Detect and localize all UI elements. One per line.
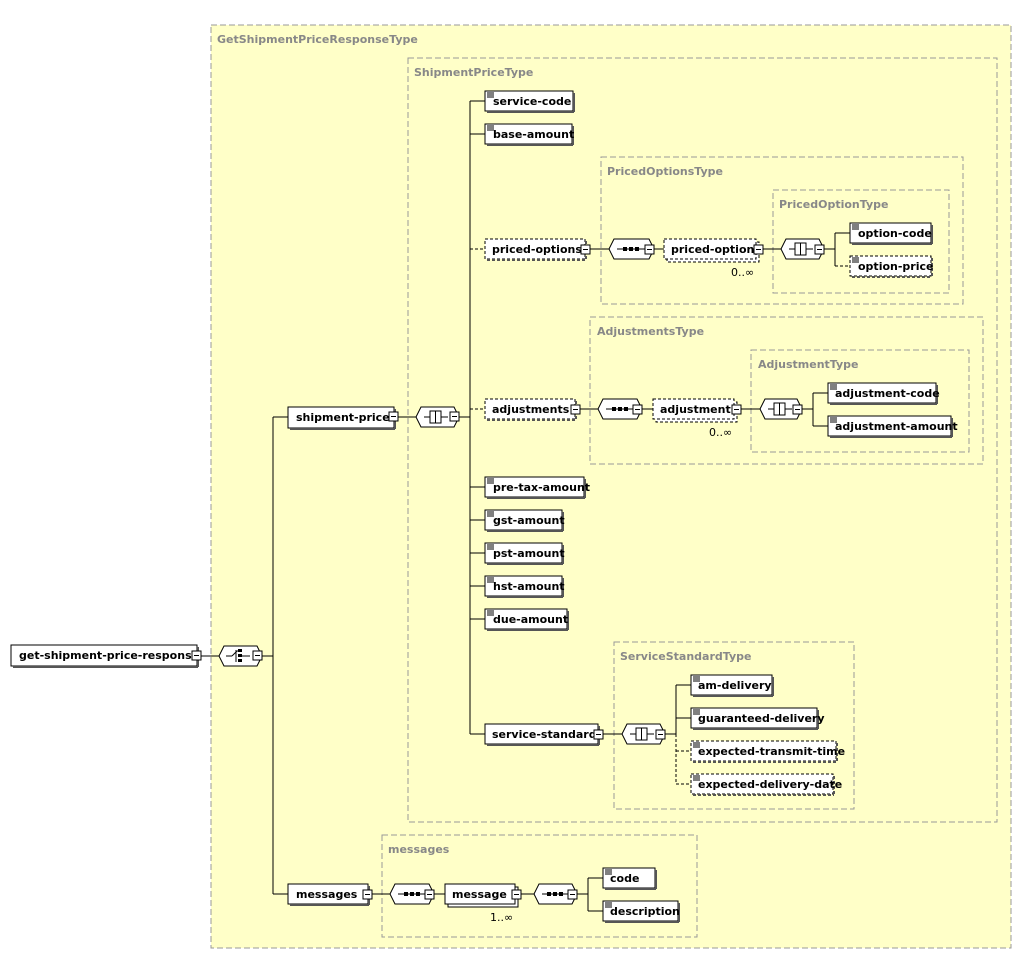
element-expected-transmit-time[interactable]: expected-transmit-time bbox=[690, 740, 845, 763]
collapse-toggle-priced-options-seq[interactable] bbox=[644, 244, 655, 255]
label-description: description bbox=[610, 905, 680, 918]
label-guaranteed-delivery: guaranteed-delivery bbox=[698, 712, 825, 725]
type-label-priced-options: PricedOptionsType bbox=[607, 165, 723, 178]
type-label-adjustments: AdjustmentsType bbox=[597, 325, 704, 338]
collapse-toggle-messages[interactable] bbox=[362, 889, 373, 900]
element-service-code[interactable]: service-code bbox=[484, 90, 575, 113]
element-description[interactable]: description bbox=[602, 900, 680, 923]
label-pst-amount: pst-amount bbox=[493, 547, 565, 560]
collapse-toggle-shipment-price-seq[interactable] bbox=[449, 411, 460, 422]
collapse-toggle-message-seq[interactable] bbox=[567, 889, 578, 900]
collapse-toggle-priced-option-seq[interactable] bbox=[814, 244, 825, 255]
label-expected-transmit-time: expected-transmit-time bbox=[698, 745, 845, 758]
type-label-response: GetShipmentPriceResponseType bbox=[217, 33, 418, 46]
label-messages: messages bbox=[296, 888, 358, 901]
collapse-toggle-adjustments-seq[interactable] bbox=[632, 404, 643, 415]
element-priced-options[interactable]: priced-options bbox=[484, 238, 587, 261]
label-option-code: option-code bbox=[858, 227, 932, 240]
label-shipment-price: shipment-price bbox=[296, 411, 390, 424]
type-label-service-standard: ServiceStandardType bbox=[620, 650, 751, 663]
label-due-amount: due-amount bbox=[493, 613, 568, 626]
element-base-amount[interactable]: base-amount bbox=[484, 123, 574, 146]
type-label-priced-option: PricedOptionType bbox=[779, 198, 888, 211]
cardinality-adjustment: 0..∞ bbox=[709, 426, 732, 439]
element-guaranteed-delivery[interactable]: guaranteed-delivery bbox=[690, 707, 825, 730]
element-priced-option[interactable]: priced-option bbox=[663, 238, 760, 263]
element-code[interactable]: code bbox=[602, 867, 657, 890]
collapse-toggle-root[interactable] bbox=[191, 650, 202, 661]
cardinality-message: 1..∞ bbox=[490, 911, 513, 924]
element-pst-amount[interactable]: pst-amount bbox=[484, 542, 565, 565]
collapse-toggle-adjustment-seq[interactable] bbox=[792, 404, 803, 415]
label-message: message bbox=[452, 888, 507, 901]
type-label-messages: messages bbox=[388, 843, 450, 856]
all-compositor-icon-shipment-price[interactable] bbox=[415, 406, 460, 428]
label-code: code bbox=[610, 872, 639, 885]
collapse-toggle-priced-options[interactable] bbox=[580, 244, 591, 255]
label-priced-options: priced-options bbox=[492, 243, 582, 256]
element-adjustment[interactable]: adjustment bbox=[652, 398, 738, 423]
label-adjustments: adjustments bbox=[492, 403, 570, 416]
element-gst-amount[interactable]: gst-amount bbox=[484, 509, 565, 532]
collapse-toggle-service-standard[interactable] bbox=[593, 729, 604, 740]
collapse-toggle-adjustment[interactable] bbox=[731, 404, 742, 415]
collapse-toggle-shipment-price[interactable] bbox=[388, 411, 399, 422]
collapse-toggle-priced-option[interactable] bbox=[753, 244, 764, 255]
element-adjustment-amount[interactable]: adjustment-amount bbox=[827, 415, 958, 438]
connectors bbox=[201, 100, 850, 912]
element-adjustments[interactable]: adjustments bbox=[484, 398, 577, 421]
label-gst-amount: gst-amount bbox=[493, 514, 565, 527]
element-am-delivery[interactable]: am-delivery bbox=[690, 674, 774, 697]
choice-compositor-icon[interactable] bbox=[218, 645, 263, 667]
collapse-toggle-message[interactable] bbox=[511, 889, 522, 900]
collapse-toggle-adjustments[interactable] bbox=[570, 404, 581, 415]
label-am-delivery: am-delivery bbox=[698, 679, 772, 692]
label-hst-amount: hst-amount bbox=[493, 580, 565, 593]
element-shipment-price[interactable]: shipment-price bbox=[287, 406, 396, 430]
label-get-shipment-price-response: get-shipment-price-response bbox=[19, 649, 199, 662]
all-compositor-icon-adjustment[interactable] bbox=[759, 398, 803, 420]
sequence-compositor-icon-priced-options[interactable] bbox=[608, 238, 655, 260]
element-adjustment-code[interactable]: adjustment-code bbox=[827, 382, 940, 405]
element-messages[interactable]: messages bbox=[287, 883, 370, 906]
element-message[interactable]: message bbox=[444, 883, 519, 908]
element-service-standard[interactable]: service-standard bbox=[484, 723, 600, 746]
label-expected-delivery-date: expected-delivery-date bbox=[698, 778, 842, 791]
cardinality-priced-option: 0..∞ bbox=[731, 266, 754, 279]
label-priced-option: priced-option bbox=[671, 243, 754, 256]
label-option-price: option-price bbox=[858, 260, 933, 273]
element-expected-delivery-date[interactable]: expected-delivery-date bbox=[690, 773, 842, 796]
label-adjustment-code: adjustment-code bbox=[835, 387, 940, 400]
type-label-shipment-price: ShipmentPriceType bbox=[414, 66, 533, 79]
element-option-price[interactable]: option-price bbox=[849, 255, 933, 278]
label-adjustment: adjustment bbox=[660, 403, 731, 416]
label-pre-tax-amount: pre-tax-amount bbox=[493, 481, 590, 494]
all-compositor-icon-priced-option[interactable] bbox=[780, 238, 825, 260]
type-label-adjustment: AdjustmentType bbox=[758, 358, 859, 371]
element-get-shipment-price-response[interactable]: get-shipment-price-response bbox=[10, 644, 199, 668]
collapse-toggle-service-standard-seq[interactable] bbox=[655, 729, 666, 740]
label-adjustment-amount: adjustment-amount bbox=[835, 420, 958, 433]
element-due-amount[interactable]: due-amount bbox=[484, 608, 569, 631]
element-option-code[interactable]: option-code bbox=[849, 222, 933, 245]
element-hst-amount[interactable]: hst-amount bbox=[484, 575, 565, 598]
element-pre-tax-amount[interactable]: pre-tax-amount bbox=[484, 476, 590, 499]
label-service-code: service-code bbox=[493, 95, 571, 108]
collapse-toggle-messages-seq[interactable] bbox=[424, 889, 435, 900]
label-service-standard: service-standard bbox=[492, 728, 597, 741]
collapse-toggle-choice[interactable] bbox=[252, 650, 263, 661]
label-base-amount: base-amount bbox=[493, 128, 574, 141]
